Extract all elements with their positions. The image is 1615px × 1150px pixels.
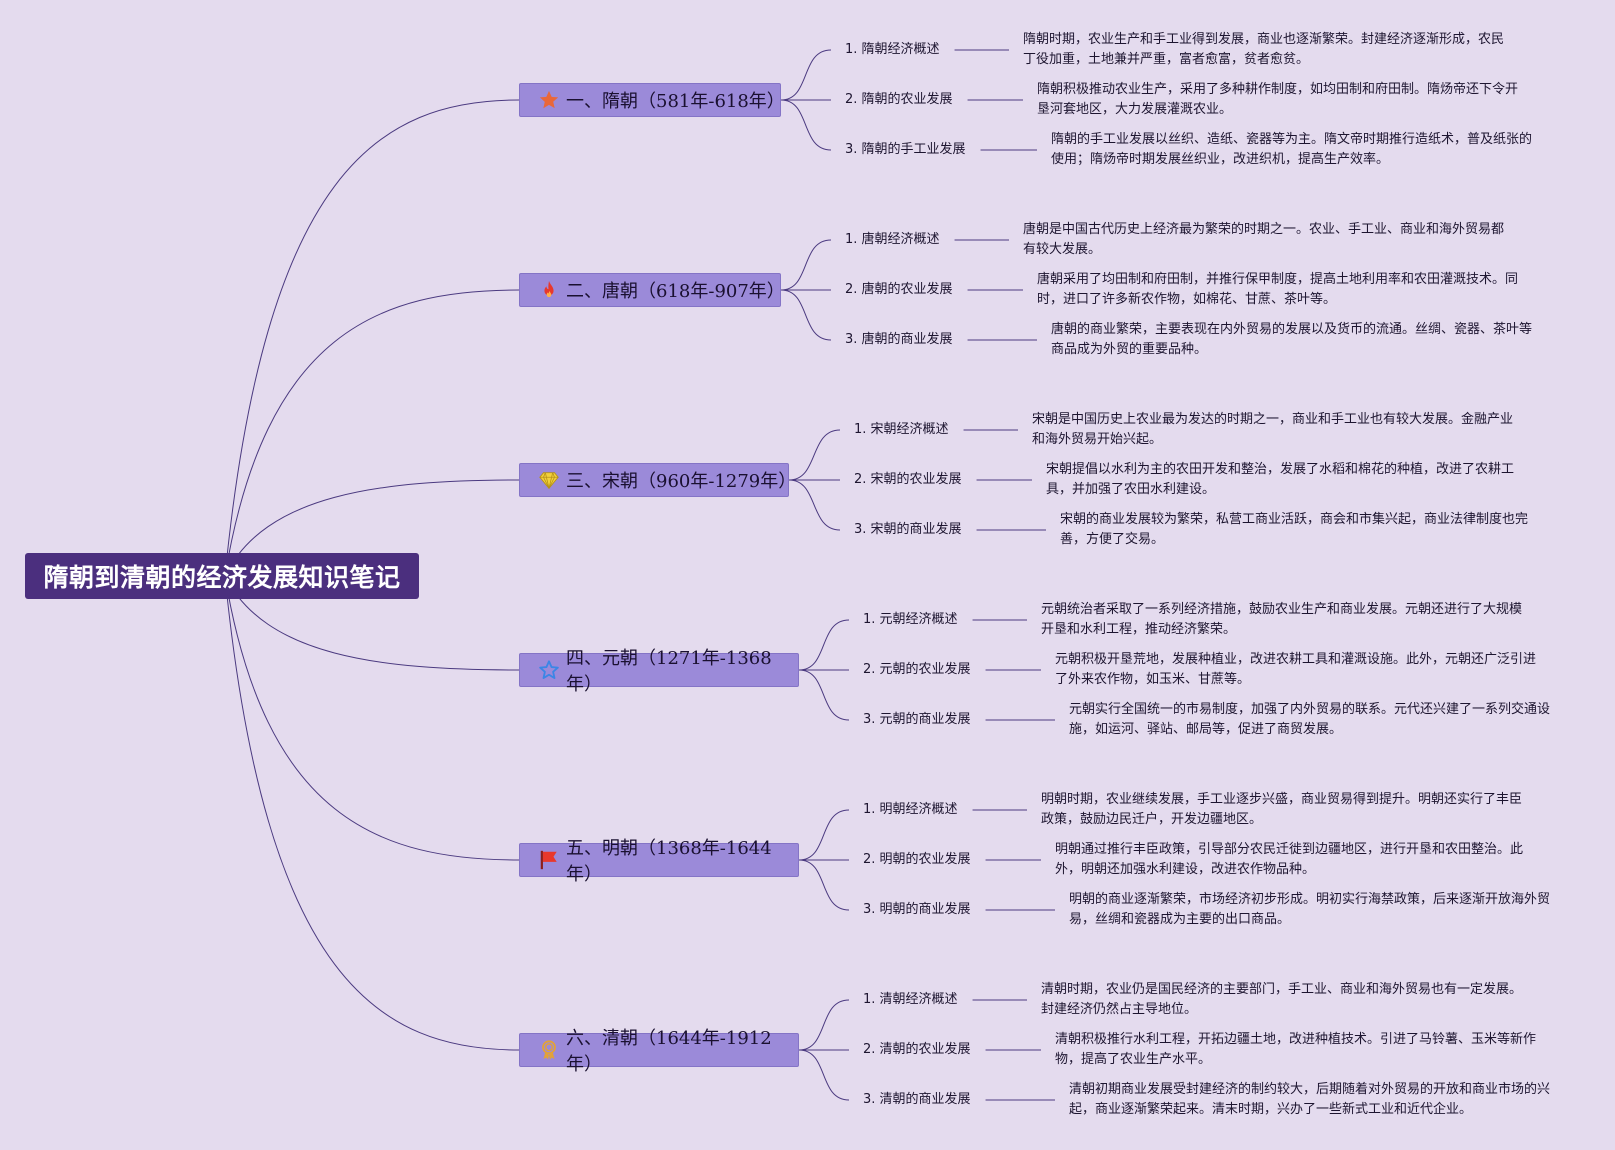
subtopic-detail: 元朝统治者采取了一系列经济措施，鼓励农业生产和商业发展。元朝还进行了大规模开垦和… [1041,602,1523,637]
subtopic-label[interactable]: 1. 宋朝经济概述 [854,422,949,437]
fire-icon [538,279,560,301]
branch-topic[interactable]: 一、隋朝（581年-618年） [519,83,785,117]
subtopic-detail: 隋朝积极推动农业生产，采用了多种耕作制度，如均田制和府田制。隋炀帝还下令开垦河套… [1037,82,1519,117]
branch-title: 六、清朝（1644年-1912年） [566,1028,772,1075]
subtopic-label[interactable]: 3. 元朝的商业发展 [863,712,971,727]
branch-sub-link [780,239,832,291]
subtopic-detail: 清朝时期，农业仍是国民经济的主要部门，手工业、商业和海外贸易也有一定发展。封建经… [1041,982,1523,1017]
subtopic-detail: 宋朝的商业发展较为繁荣，私营工商业活跃，商会和市集兴起，商业法律制度也完善，方便… [1060,512,1529,547]
subtopic-detail: 明朝的商业逐渐繁荣，市场经济初步形成。明初实行海禁政策，后来逐渐开放海外贸易，丝… [1069,892,1551,927]
root-branch-link [224,575,520,861]
subtopic-detail: 清朝初期商业发展受封建经济的制约较大，后期随着对外贸易的开放和商业市场的兴起，商… [1069,1082,1551,1117]
subtopic-label[interactable]: 2. 唐朝的农业发展 [845,282,953,297]
subtopic-detail: 宋朝是中国历史上农业最为发达的时期之一，商业和手工业也有较大发展。金融产业和海外… [1032,412,1514,447]
subtopic-label[interactable]: 3. 明朝的商业发展 [863,902,971,917]
subtopic-label[interactable]: 3. 清朝的商业发展 [863,1092,971,1107]
branch-title: 二、唐朝（618年-907年） [566,281,785,302]
subtopic-label[interactable]: 3. 宋朝的商业发展 [854,522,962,537]
subtopic-detail: 明朝时期，农业继续发展，手工业逐步兴盛，商业贸易得到提升。明朝还实行了丰臣政策，… [1041,792,1523,827]
star-icon [538,89,560,111]
branch-topic[interactable]: 三、宋朝（960年-1279年） [519,463,797,497]
subtopic-detail: 唐朝是中国古代历史上经济最为繁荣的时期之一。农业、手工业、商业和海外贸易都有较大… [1023,222,1505,257]
subtopic-label[interactable]: 3. 唐朝的商业发展 [845,332,953,347]
flag-icon [538,849,560,871]
branch-sub-link [798,859,850,911]
award-medal-icon [538,1039,560,1061]
root-branch-link [224,289,520,577]
diamond-icon [538,469,560,491]
branch-sub-link [798,809,850,861]
subtopic-detail: 明朝通过推行丰臣政策，引导部分农民迁徙到边疆地区，进行开垦和农田整治。此外，明朝… [1055,842,1524,877]
root-branch-link [224,479,520,577]
subtopic-label[interactable]: 1. 明朝经济概述 [863,802,958,817]
subtopic-label[interactable]: 1. 清朝经济概述 [863,992,958,1007]
subtopic-label[interactable]: 1. 隋朝经济概述 [845,42,940,57]
star-outline-icon [538,659,560,681]
subtopic-label[interactable]: 1. 元朝经济概述 [863,612,958,627]
branch-sub-link [798,669,850,721]
branch-sub-link [780,49,832,101]
branch-title: 四、元朝（1271年-1368年） [566,648,772,695]
branch-topic[interactable]: 五、明朝（1368年-1644年） [519,838,799,885]
subtopic-label[interactable]: 2. 元朝的农业发展 [863,662,971,677]
subtopic-detail: 隋朝的手工业发展以丝织、造纸、瓷器等为主。隋文帝时期推行造纸术，普及纸张的使用；… [1051,132,1533,167]
subtopic-label[interactable]: 2. 隋朝的农业发展 [845,92,953,107]
root-branch-link [224,575,520,1051]
subtopic-detail: 元朝积极开垦荒地，发展种植业，改进农耕工具和灌溉设施。此外，元朝还广泛引进了外来… [1055,652,1537,687]
subtopic-detail: 唐朝采用了均田制和府田制，并推行保甲制度，提高土地利用率和农田灌溉技术。同时，进… [1037,272,1519,307]
root-branch-link [224,99,520,577]
branch-sub-link [780,289,832,341]
branch-sub-link [780,99,832,151]
subtopic-label[interactable]: 2. 清朝的农业发展 [863,1042,971,1057]
branch-topic[interactable]: 四、元朝（1271年-1368年） [519,648,799,695]
subtopic-detail: 唐朝的商业繁荣，主要表现在内外贸易的发展以及货币的流通。丝绸、瓷器、茶叶等商品成… [1051,322,1533,357]
subtopic-detail: 隋朝时期，农业生产和手工业得到发展，商业也逐渐繁荣。封建经济逐渐形成，农民丁役加… [1023,32,1505,67]
subtopic-detail: 宋朝提倡以水利为主的农田开发和整治，发展了水稻和棉花的种植，改进了农耕工具，并加… [1046,462,1515,497]
root-topic[interactable]: 隋朝到清朝的经济发展知识笔记 [25,553,419,599]
branch-sub-link [788,429,841,481]
branch-title: 五、明朝（1368年-1644年） [566,838,772,885]
branch-sub-link [798,619,850,671]
root-title: 隋朝到清朝的经济发展知识笔记 [43,563,401,592]
branch-sub-link [798,999,850,1051]
branch-title: 一、隋朝（581年-618年） [566,91,785,112]
branch-topic[interactable]: 六、清朝（1644年-1912年） [519,1028,799,1075]
branch-topic[interactable]: 二、唐朝（618年-907年） [519,273,785,307]
subtopic-detail: 元朝实行全国统一的市易制度，加强了内外贸易的联系。元代还兴建了一系列交通设施，如… [1069,702,1551,737]
subtopic-label[interactable]: 2. 宋朝的农业发展 [854,472,962,487]
branch-sub-link [788,479,841,531]
branch-sub-link [798,1049,850,1101]
subtopic-label[interactable]: 1. 唐朝经济概述 [845,232,940,247]
subtopic-label[interactable]: 2. 明朝的农业发展 [863,852,971,867]
branch-title: 三、宋朝（960年-1279年） [566,471,797,492]
subtopic-detail: 清朝积极推行水利工程，开拓边疆土地，改进种植技术。引进了马铃薯、玉米等新作物，提… [1055,1032,1537,1067]
root-branch-link [224,575,520,671]
subtopic-label[interactable]: 3. 隋朝的手工业发展 [845,142,966,157]
